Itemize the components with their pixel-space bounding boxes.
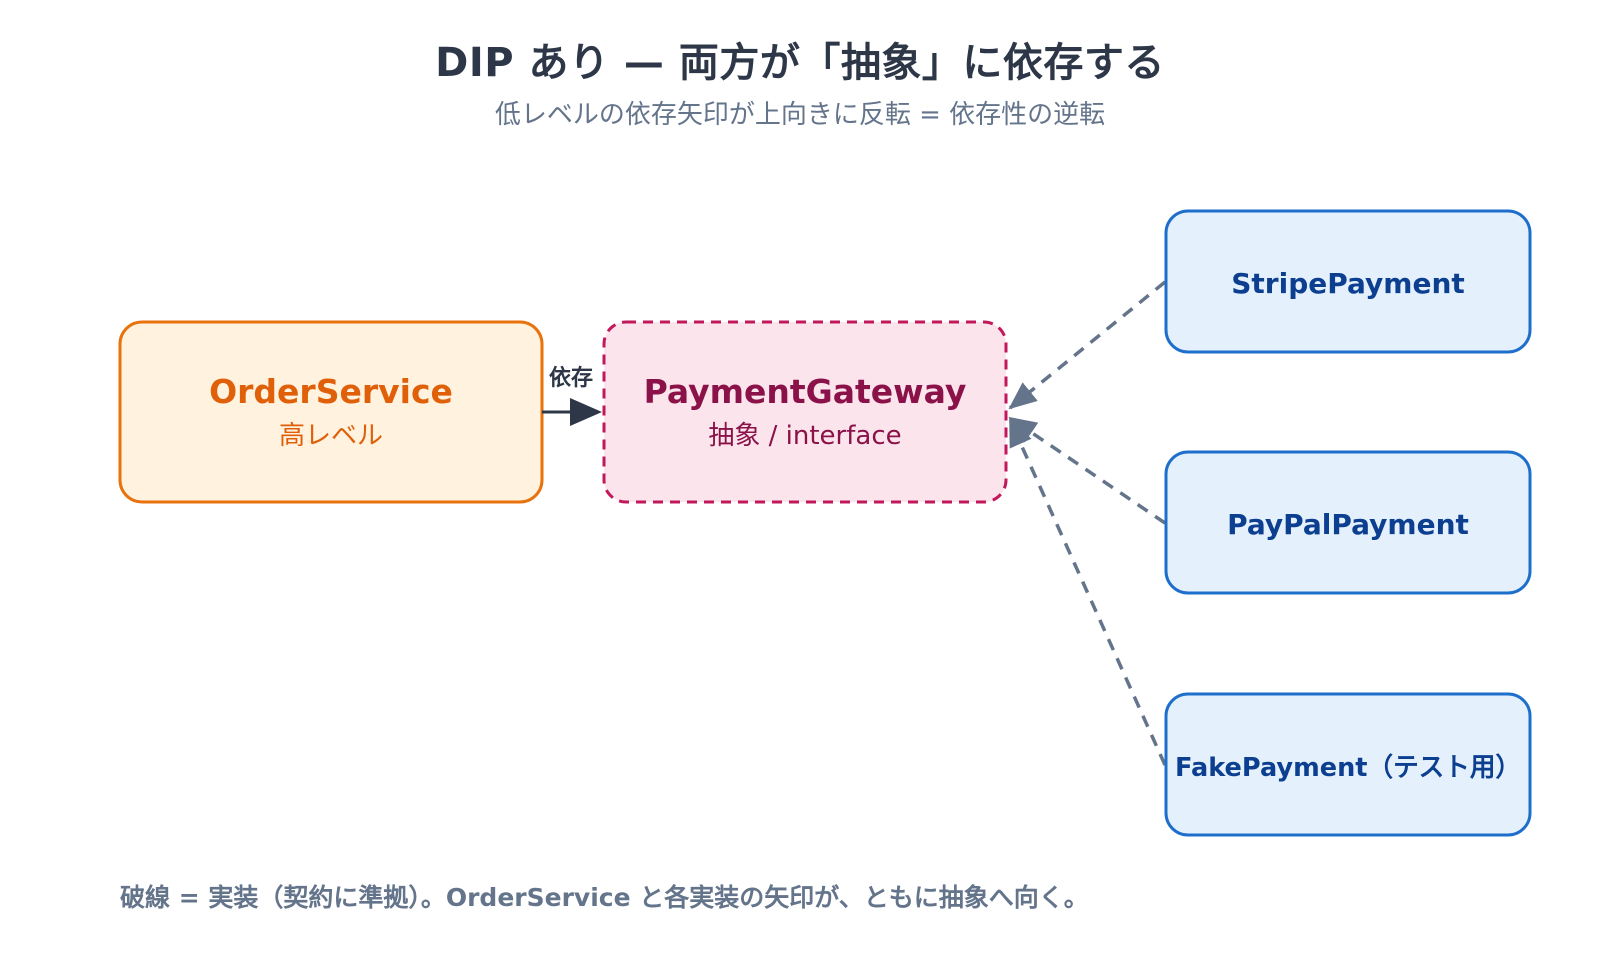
order-service-node: OrderService 高レベル <box>118 320 544 504</box>
implementation-edges <box>1008 280 1167 766</box>
paypal-payment-node: PayPalPayment <box>1164 450 1532 595</box>
dependency-label: 依存 <box>549 365 593 391</box>
paypal-payment-box <box>1164 450 1532 595</box>
fake-payment-box <box>1164 692 1532 837</box>
dependency-edge: 依存 <box>542 365 602 426</box>
order-service-name: OrderService <box>209 372 453 411</box>
page-subtitle: 低レベルの依存矢印が上向きに反転 = 依存性の逆転 <box>494 100 1106 130</box>
fake-implements-edge <box>1008 418 1167 766</box>
order-service-box <box>118 320 544 504</box>
payment-gateway-box <box>602 320 1008 504</box>
payment-gateway-node: PaymentGateway 抽象 / interface <box>602 320 1008 504</box>
stripe-payment-name: StripePayment <box>1231 267 1465 300</box>
payment-gateway-name: PaymentGateway <box>644 372 967 411</box>
dependency-arrow-head <box>570 398 602 426</box>
payment-gateway-kind: 抽象 / interface <box>708 421 901 451</box>
fake-payment-name: FakePayment（テスト用） <box>1175 753 1521 783</box>
paypal-implements-edge <box>1008 416 1166 525</box>
stripe-implements-edge <box>1008 280 1167 410</box>
paypal-payment-name: PayPalPayment <box>1227 508 1469 541</box>
legend-caption: 破線 = 実装（契約に準拠）。OrderService と各実装の矢印が、ともに… <box>120 883 1089 912</box>
stripe-payment-node: StripePayment <box>1164 209 1532 354</box>
stripe-payment-box <box>1164 209 1532 354</box>
fake-payment-node: FakePayment（テスト用） <box>1164 692 1532 837</box>
page-title: DIP あり — 両方が「抽象」に依存する <box>435 40 1165 86</box>
order-service-level: 高レベル <box>279 421 383 451</box>
